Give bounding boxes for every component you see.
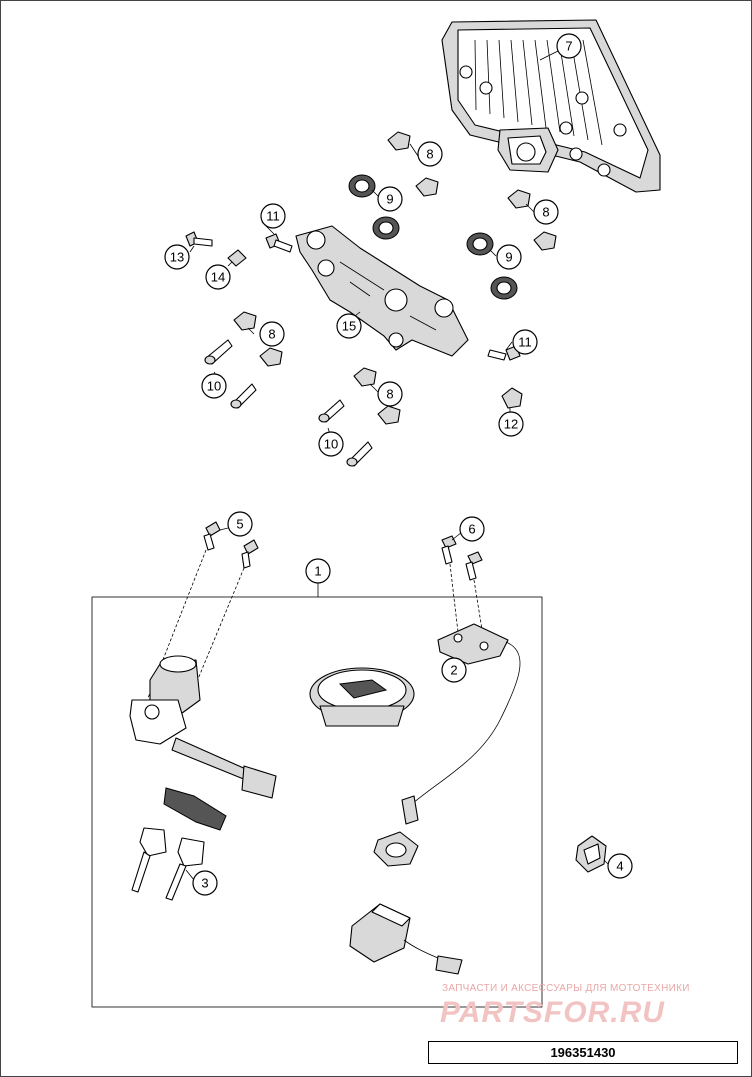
dashboard-part-7[interactable] [441, 19, 661, 193]
callout-label: 11 [266, 209, 280, 224]
callout-label: 10 [207, 379, 221, 394]
callout-11a: 11 [260, 203, 286, 229]
screw-part-11[interactable] [265, 233, 521, 361]
fuel-tank-cap[interactable] [309, 667, 415, 727]
callout-label: 14 [211, 270, 225, 285]
callout-15: 15 [336, 313, 362, 339]
callout-8a: 8 [417, 141, 443, 167]
bracket-part-15[interactable] [295, 225, 469, 357]
callout-10a: 10 [201, 373, 227, 399]
watermark-tagline: ЗАПЧАСТИ И АКСЕССУАРЫ ДЛЯ МОТОТЕХНИКИ [442, 983, 690, 994]
keys-part-3[interactable] [131, 787, 227, 901]
callout-8c: 8 [259, 321, 285, 347]
callout-label: 8 [426, 147, 433, 162]
bolt-part-13[interactable] [185, 231, 213, 247]
callout-11b: 11 [512, 329, 538, 355]
screw-part-6[interactable] [441, 535, 485, 643]
callout-label: 4 [616, 859, 623, 874]
bracket-part-4[interactable] [575, 835, 607, 873]
callout-8d: 8 [377, 381, 403, 407]
ignition-lock[interactable] [129, 655, 277, 799]
callout-label: 12 [504, 417, 518, 432]
sensor-bracket-part-2[interactable] [401, 623, 521, 825]
pin-part-10[interactable] [204, 339, 373, 467]
callout-label: 15 [342, 319, 356, 334]
callout-14: 14 [205, 264, 231, 290]
callout-13: 13 [164, 244, 190, 270]
callout-9b: 9 [496, 244, 522, 270]
callout-10b: 10 [318, 431, 344, 457]
damper-part-9[interactable] [348, 174, 518, 300]
callout-9a: 9 [377, 186, 403, 212]
callout-label: 7 [565, 39, 572, 54]
callout-label: 10 [324, 437, 338, 452]
grommet-part-12[interactable] [501, 387, 523, 409]
callout-label: 5 [236, 517, 243, 532]
bushing-part-14[interactable] [227, 249, 247, 267]
callout-4: 4 [607, 853, 633, 879]
control-unit[interactable] [349, 903, 463, 975]
callout-label: 3 [201, 876, 208, 891]
callout-label: 9 [505, 250, 512, 265]
callout-label: 8 [386, 387, 393, 402]
leader-lines [185, 49, 609, 881]
watermark-logo: PARTSFOR.RU [440, 996, 665, 1029]
callout-1: 1 [305, 558, 331, 584]
callout-2: 2 [441, 657, 467, 683]
grommet-part-8[interactable] [233, 131, 557, 425]
callout-label: 11 [518, 335, 532, 350]
antenna-ring[interactable] [373, 831, 419, 867]
callout-7: 7 [556, 33, 582, 59]
callout-label: 8 [268, 327, 275, 342]
callout-12: 12 [498, 411, 524, 437]
callout-label: 13 [170, 250, 184, 265]
callout-label: 9 [386, 192, 393, 207]
lock-set-frame-part-1 [91, 596, 543, 1008]
callout-5: 5 [227, 511, 253, 537]
callout-label: 8 [542, 205, 549, 220]
callout-label: 6 [468, 522, 475, 537]
callout-3: 3 [192, 870, 218, 896]
callout-label: 2 [450, 663, 457, 678]
callout-label: 1 [314, 564, 321, 579]
callout-8b: 8 [533, 199, 559, 225]
callout-6: 6 [459, 516, 485, 542]
drawing-number: 196351430 [428, 1041, 738, 1064]
